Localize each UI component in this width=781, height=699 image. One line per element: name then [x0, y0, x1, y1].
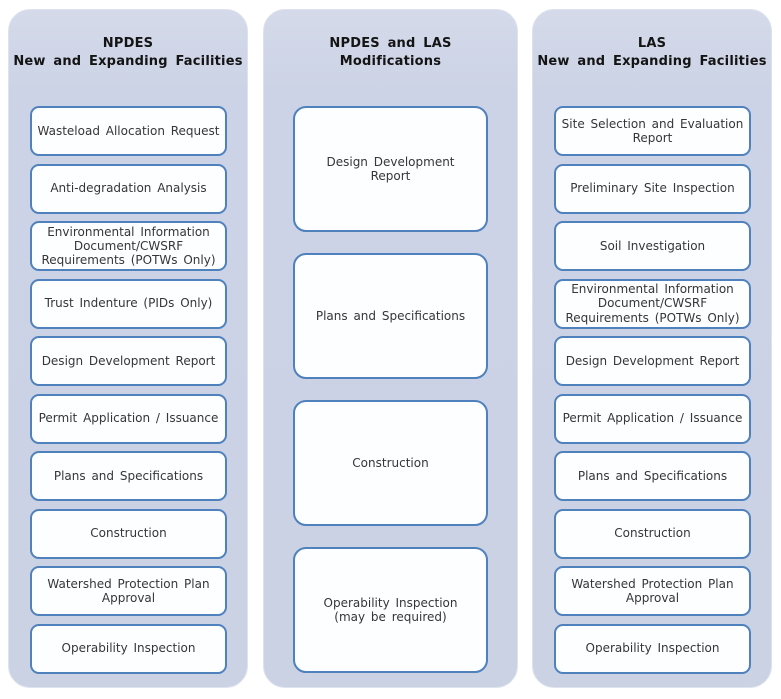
step-list-las-new-expanding: Site Selection and Evaluation Report Pre… — [554, 106, 751, 674]
step-construction: Construction — [554, 508, 751, 559]
step-plans-and-specifications: Plans and Specifications — [30, 451, 227, 501]
step-list-npdes-new-expanding: Wasteload Allocation Request Anti-degrad… — [30, 106, 227, 674]
step-watershed-protection-plan-approval: Watershed Protection Plan Approval — [554, 566, 751, 616]
panel-title-line1: NPDES — [102, 36, 154, 51]
step-anti-degradation-analysis: Anti-degradation Analysis — [30, 163, 227, 214]
step-design-development-report: Design Development Report — [554, 336, 751, 386]
step-plans-and-specifications: Plans and Specifications — [554, 451, 751, 501]
panel-title-line2: Modifications — [339, 54, 442, 70]
step-construction: Construction — [293, 400, 488, 526]
step-list-npdes-las-modifications: Design Development Report Plans and Spec… — [293, 106, 488, 673]
panel-npdes-new-expanding: NPDES New and Expanding Facilities Waste… — [8, 9, 248, 688]
panel-title-las-new-expanding: LAS New and Expanding Facilities — [533, 35, 771, 71]
panel-title-line1: NPDES and LAS — [329, 36, 452, 51]
step-operability-inspection: Operability Inspection — [554, 623, 751, 674]
step-environmental-information-document: Environmental Information Document/CWSRF… — [554, 278, 751, 329]
panel-npdes-las-modifications: NPDES and LAS Modifications Design Devel… — [263, 9, 518, 688]
panel-title-line2: New and Expanding Facilities — [537, 54, 767, 70]
step-permit-application-issuance: Permit Application / Issuance — [30, 393, 227, 444]
panel-las-new-expanding: LAS New and Expanding Facilities Site Se… — [532, 9, 772, 688]
panel-title-line1: LAS — [637, 36, 667, 51]
step-operability-inspection-may-be-required: Operability Inspection (may be required) — [293, 547, 488, 673]
step-design-development-report: Design Development Report — [30, 336, 227, 386]
step-preliminary-site-inspection: Preliminary Site Inspection — [554, 163, 751, 214]
step-environmental-information-document: Environmental Information Document/CWSRF… — [30, 221, 227, 271]
step-wasteload-allocation-request: Wasteload Allocation Request — [30, 106, 227, 156]
step-operability-inspection: Operability Inspection — [30, 623, 227, 674]
step-site-selection-and-evaluation-report: Site Selection and Evaluation Report — [554, 106, 751, 156]
step-watershed-protection-plan-approval: Watershed Protection Plan Approval — [30, 566, 227, 616]
panel-title-npdes-new-expanding: NPDES New and Expanding Facilities — [9, 35, 247, 71]
step-soil-investigation: Soil Investigation — [554, 221, 751, 271]
step-plans-and-specifications: Plans and Specifications — [293, 253, 488, 379]
step-permit-application-issuance: Permit Application / Issuance — [554, 393, 751, 444]
panel-title-line2: New and Expanding Facilities — [13, 54, 243, 70]
panel-title-npdes-las-modifications: NPDES and LAS Modifications — [264, 35, 517, 71]
step-design-development-report: Design Development Report — [293, 106, 488, 232]
step-trust-indenture: Trust Indenture (PIDs Only) — [30, 278, 227, 329]
step-construction: Construction — [30, 508, 227, 559]
